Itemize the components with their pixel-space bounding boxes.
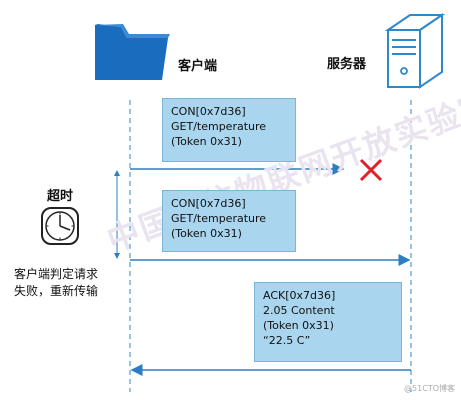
ack-message-box: ACK[0x7d36] 2.05 Content (Token 0x31) “2… xyxy=(254,282,402,362)
timeout-note-line: 客户端判定请求 xyxy=(14,267,99,281)
request-message-box: CON[0x7d36] GET/temperature (Token 0x31) xyxy=(162,98,296,162)
message-line: “22.5 C” xyxy=(263,334,311,347)
timeout-note-line: 失败，重新传输 xyxy=(14,284,99,298)
x-mark-icon xyxy=(359,158,383,182)
message-line: (Token 0x31) xyxy=(171,227,242,240)
message-line: (Token 0x31) xyxy=(171,135,242,148)
client-label: 客户端 xyxy=(178,59,218,74)
clock-icon xyxy=(41,207,79,245)
folder-icon xyxy=(95,24,170,80)
credit-text: @51CTO博客 xyxy=(404,384,455,393)
retransmit-message-box: CON[0x7d36] GET/temperature (Token 0x31) xyxy=(162,190,296,252)
server-label: 服务器 xyxy=(327,57,367,72)
message-line: GET/temperature xyxy=(171,212,267,225)
server-icon xyxy=(384,13,446,89)
message-line: 2.05 Content xyxy=(263,304,335,317)
message-line: GET/temperature xyxy=(171,120,267,133)
message-line: CON[0x7d36] xyxy=(171,105,246,118)
message-line: ACK[0x7d36] xyxy=(263,289,336,302)
message-line: CON[0x7d36] xyxy=(171,197,246,210)
message-line: (Token 0x31) xyxy=(263,319,334,332)
timeout-note: 客户端判定请求 失败，重新传输 xyxy=(14,266,98,300)
timeout-label: 超时 xyxy=(47,189,74,204)
